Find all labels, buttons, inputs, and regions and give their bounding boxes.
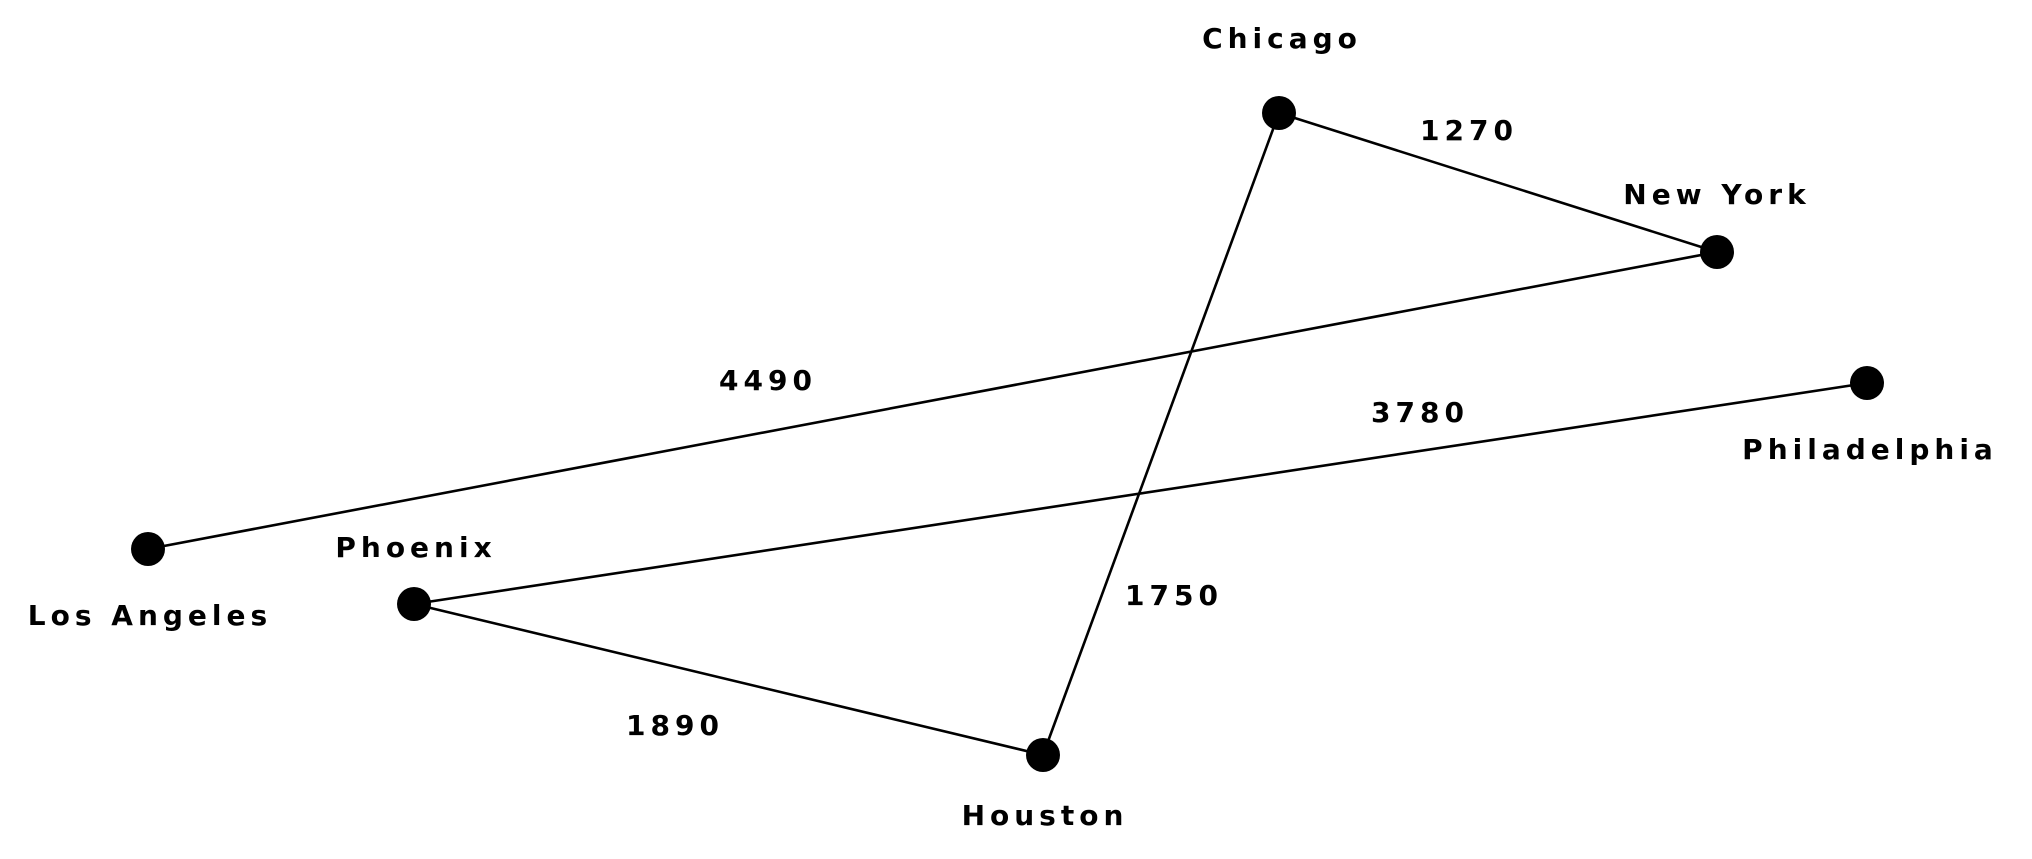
node-label-philadelphia: Philadelphia xyxy=(1742,433,1998,466)
edge-weight-chicago-new-york: 1270 xyxy=(1420,114,1518,147)
node-new-york xyxy=(1700,235,1734,269)
node-label-houston: Houston xyxy=(962,799,1129,832)
nodes-layer xyxy=(131,96,1884,772)
node-phoenix xyxy=(397,587,431,621)
node-houston xyxy=(1026,738,1060,772)
edge-los-angeles-new-york xyxy=(147,250,1718,551)
node-label-new-york: New York xyxy=(1623,178,1810,211)
node-label-phoenix: Phoenix xyxy=(335,531,496,564)
node-label-los-angeles: Los Angeles xyxy=(28,599,272,632)
edge-weight-phoenix-houston: 1890 xyxy=(626,709,724,742)
edge-chicago-houston xyxy=(1041,112,1281,756)
edges-layer xyxy=(147,111,1868,757)
edge-chicago-new-york xyxy=(1278,111,1718,254)
node-philadelphia xyxy=(1850,366,1884,400)
edge-weight-los-angeles-new-york: 4490 xyxy=(719,364,817,397)
edge-weight-chicago-houston: 1750 xyxy=(1125,579,1223,612)
node-label-chicago: Chicago xyxy=(1202,22,1362,55)
edge-phoenix-houston xyxy=(413,602,1044,757)
node-los-angeles xyxy=(131,532,165,566)
edge-weight-phoenix-philadelphia: 3780 xyxy=(1371,396,1469,429)
node-chicago xyxy=(1262,96,1296,130)
